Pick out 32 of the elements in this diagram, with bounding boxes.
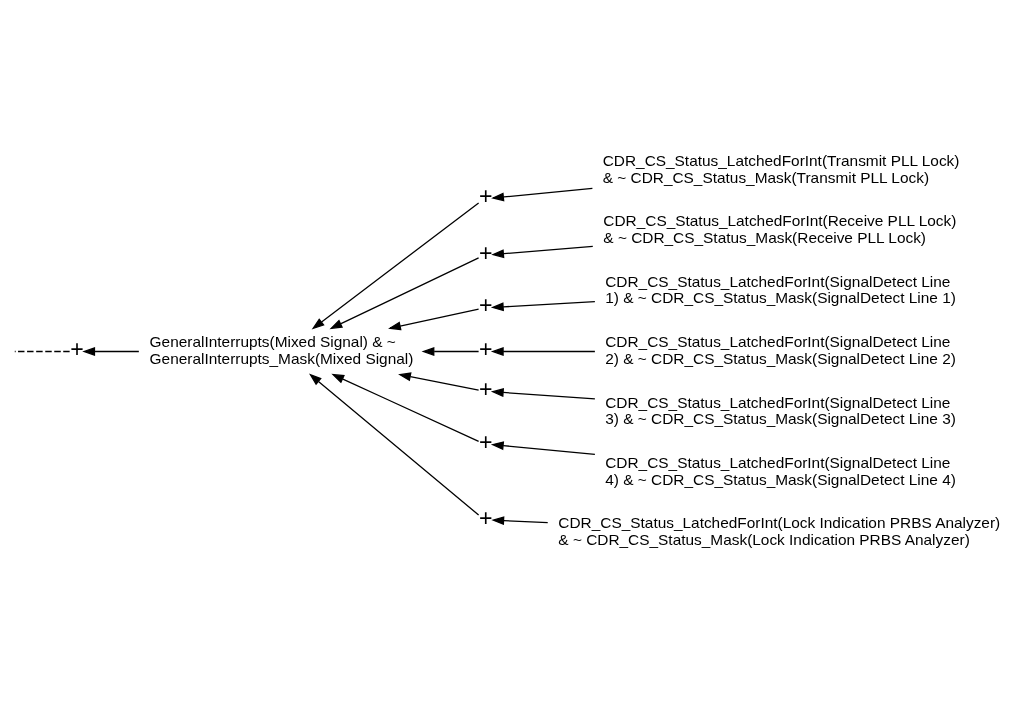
- node-text: CDR_CS_Status_LatchedForInt(SignalDetect Line 2) & ~ CDR_CS_Status_Mask(SignalDetect Line 2): [605, 332, 956, 367]
- arrow: [82, 346, 140, 356]
- arrow: [329, 256, 480, 329]
- node-text: +: [478, 239, 493, 266]
- arrow: [490, 300, 596, 311]
- node-text: +: [478, 504, 493, 531]
- arrow: [309, 373, 480, 516]
- node-text: GeneralInterrupts(Mixed Signal) & ~ GeneralInterrupts_Mask(Mixed Signal): [149, 332, 414, 367]
- arrow: [491, 245, 594, 258]
- arrow: [311, 201, 480, 329]
- arrow: [491, 515, 549, 525]
- arrow: [490, 387, 596, 400]
- arrow: [388, 307, 480, 330]
- node-text: CDR_CS_Status_LatchedForInt(Transmit PLL Lock) & ~ CDR_CS_Status_Mask(Transmit PLL Lock): [602, 151, 960, 186]
- arrow: [490, 346, 596, 356]
- node-text: CDR_CS_Status_LatchedForInt(Receive PLL Lock) & ~ CDR_CS_Status_Mask(Receive PLL Lock): [603, 211, 957, 246]
- arrow: [491, 187, 594, 201]
- arrow: [421, 346, 480, 356]
- arrow: [331, 373, 480, 442]
- node-text: CDR_CS_Status_LatchedForInt(SignalDetect Line 1) & ~ CDR_CS_Status_Mask(SignalDetect Line 1): [605, 272, 956, 306]
- node-text: +: [478, 291, 493, 318]
- node-text: +: [478, 182, 493, 209]
- node-text: +: [478, 375, 493, 402]
- node-text: CDR_CS_Status_LatchedForInt(SignalDetect Line 3) & ~ CDR_CS_Status_Mask(SignalDetect Line 3): [605, 393, 956, 427]
- node-text: CDR_CS_Status_LatchedForInt(Lock Indication PRBS Analyzer) & ~ CDR_CS_Status_Mask(Lock Indication PRBS Analyzer): [558, 513, 1001, 548]
- arrow: [490, 440, 596, 455]
- connector: [14, 350, 71, 352]
- node-text: +: [70, 335, 84, 362]
- arrow: [398, 371, 480, 391]
- node-text: CDR_CS_Status_LatchedForInt(SignalDetect Line 4) & ~ CDR_CS_Status_Mask(SignalDetect Line 4): [605, 453, 956, 488]
- node-text: +: [478, 428, 493, 455]
- node-text: +: [478, 335, 493, 362]
